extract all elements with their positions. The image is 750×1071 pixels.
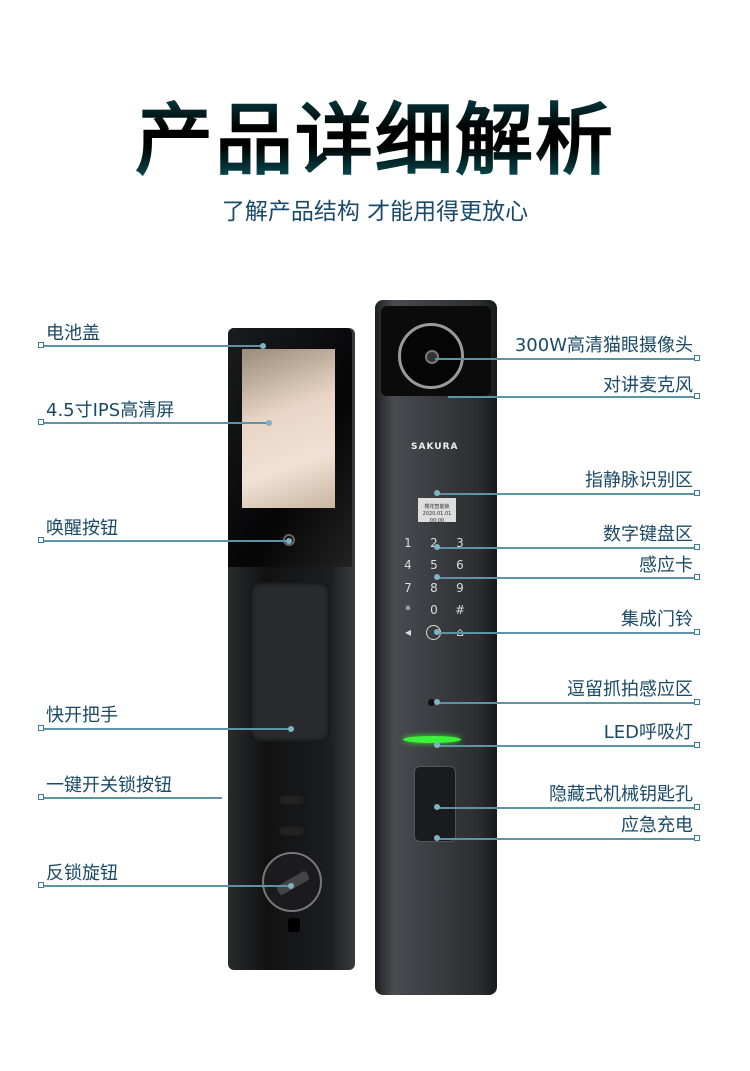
anti-lock-knob[interactable] [262,852,322,912]
key-3[interactable]: 3 [456,536,464,550]
lcd-display: 樱花智能锁 2020.01.01 00:00 [418,498,456,524]
label-card-sensor: 感应卡 [639,555,693,576]
label-microphone: 对讲麦克风 [603,375,693,396]
one-key-lock-button[interactable] [278,794,306,806]
label-stay-capture: 逗留抓拍感应区 [567,679,693,700]
label-ips-screen: 4.5寸IPS高清屏 [46,400,175,421]
ips-screen [242,349,335,508]
key-hash[interactable]: # [454,603,466,617]
key-5[interactable]: 5 [430,558,438,572]
key-7[interactable]: 7 [404,581,412,595]
brand-logo: SAKURA [411,442,459,452]
label-keypad: 数字键盘区 [603,524,693,545]
label-key-hole: 隐藏式机械钥匙孔 [549,784,693,805]
lock-outer-panel: SAKURA 樱花智能锁 2020.01.01 00:00 1 2 3 4 5 … [375,300,497,995]
key-0[interactable]: 0 [430,603,438,617]
label-anti-lock-knob: 反锁旋钮 [46,863,118,884]
key-hole [288,918,300,932]
key-2[interactable]: 2 [430,536,438,550]
key-star[interactable]: * [405,603,411,617]
label-wake-button: 唤醒按钮 [46,518,118,539]
key-8[interactable]: 8 [430,581,438,595]
label-camera: 300W高清猫眼摄像头 [514,335,693,356]
key-1[interactable]: 1 [404,536,412,550]
label-emergency-charge: 应急充电 [621,815,693,836]
quick-open-handle[interactable] [250,582,330,742]
key-6[interactable]: 6 [456,558,464,572]
stay-sensor [428,699,435,706]
key-4[interactable]: 4 [404,558,412,572]
label-vein-recognition: 指静脉识别区 [585,470,693,491]
camera-lens-icon [425,350,439,364]
led-breathing-light [403,736,461,743]
page-title: 产品详细解析 [0,78,750,190]
label-one-key-button: 一键开关锁按钮 [46,775,172,796]
label-led-light: LED呼吸灯 [603,722,693,743]
lock-inner-panel [228,328,355,970]
one-key-unlock-button[interactable] [278,825,306,837]
label-quick-handle: 快开把手 [46,705,118,726]
label-battery-cover: 电池盖 [46,323,100,344]
key-9[interactable]: 9 [456,581,464,595]
page-subtitle: 了解产品结构 才能用得更放心 [221,199,529,225]
mute-icon[interactable]: ◂ [404,625,412,639]
label-doorbell: 集成门铃 [621,609,693,630]
